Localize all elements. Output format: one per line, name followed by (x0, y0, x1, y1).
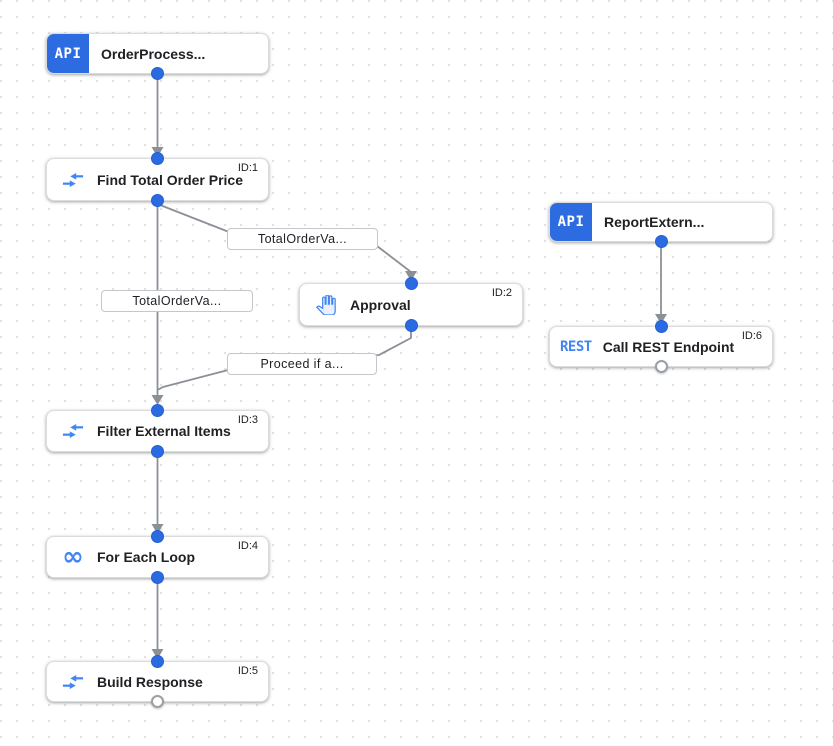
arrowhead (151, 395, 164, 405)
input-port[interactable] (404, 277, 418, 290)
input-port[interactable] (151, 655, 164, 668)
edge-foreach-to-buildresponse[interactable] (151, 578, 164, 659)
node-task-for-each-loop[interactable]: ∞ For Each Loop ID:4 (46, 530, 269, 584)
input-port[interactable] (151, 530, 164, 543)
data-mapping-icon (61, 672, 85, 692)
node-task-call-rest-endpoint[interactable]: REST Call REST Endpoint ID:6 (549, 320, 773, 373)
edge-label-totalorderva-filter[interactable]: TotalOrderVa... (101, 290, 253, 312)
output-port[interactable] (151, 67, 164, 80)
node-title: For Each Loop (97, 549, 195, 565)
data-mapping-icon (61, 170, 85, 190)
node-id-label: ID:6 (741, 330, 762, 342)
node-task-find-total-order-price[interactable]: Find Total Order Price ID:1 (46, 152, 269, 207)
node-id-label: ID:3 (237, 414, 258, 426)
node-task-approval[interactable]: Approval ID:2 (299, 277, 523, 332)
data-mapping-icon (61, 421, 85, 441)
node-id-label: ID:4 (237, 540, 258, 552)
infinity-loop-icon: ∞ (62, 542, 84, 572)
edge-label-proceed-if[interactable]: Proceed if a... (227, 353, 377, 375)
arrowhead (151, 649, 164, 659)
edge-filter-to-foreach[interactable] (151, 452, 164, 534)
node-id-label: ID:5 (237, 665, 258, 677)
output-port-empty[interactable] (654, 360, 668, 373)
node-api-trigger-orderprocess[interactable]: API OrderProcess... (46, 33, 269, 80)
input-port[interactable] (151, 152, 164, 165)
output-port[interactable] (404, 319, 418, 332)
input-port[interactable] (654, 320, 668, 333)
approval-hand-icon (314, 294, 338, 315)
node-title: Find Total Order Price (97, 171, 243, 188)
output-port[interactable] (151, 571, 164, 584)
arrowhead (655, 314, 667, 324)
node-title: Filter External Items (97, 423, 231, 439)
arrowhead (151, 524, 164, 534)
rest-icon: REST (560, 338, 592, 355)
edge-label-totalorderva-approval[interactable]: TotalOrderVa... (227, 228, 378, 250)
node-id-label: ID:1 (237, 162, 258, 174)
node-title: Build Response (97, 673, 203, 690)
node-id-label: ID:2 (491, 287, 512, 299)
node-title: Approval (350, 296, 411, 313)
api-trigger-icon: API (47, 34, 89, 73)
edge-orderprocess-to-findtotal[interactable] (151, 74, 164, 157)
arrowhead (405, 271, 417, 281)
node-task-build-response[interactable]: Build Response ID:5 (46, 655, 269, 708)
node-title: ReportExtern... (604, 214, 705, 230)
output-port[interactable] (151, 445, 164, 458)
edge-reportextern-to-callrest[interactable] (655, 242, 667, 324)
output-port[interactable] (654, 235, 668, 248)
node-task-filter-external-items[interactable]: Filter External Items ID:3 (46, 404, 269, 458)
node-api-trigger-reportextern[interactable]: API ReportExtern... (549, 202, 773, 248)
api-trigger-icon: API (550, 203, 592, 241)
input-port[interactable] (151, 404, 164, 417)
output-port[interactable] (151, 194, 164, 207)
node-title: OrderProcess... (101, 45, 206, 62)
output-port-empty[interactable] (151, 695, 164, 708)
node-title: Call REST Endpoint (602, 338, 735, 355)
